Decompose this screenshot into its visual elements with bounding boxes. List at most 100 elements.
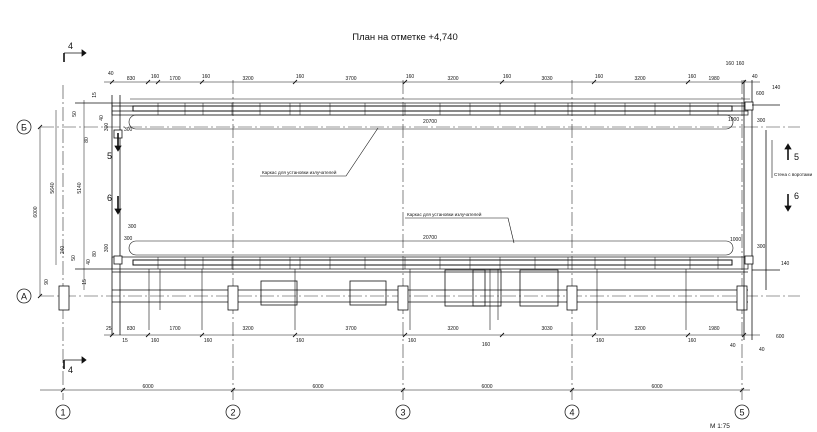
dim-top-13: 3200 bbox=[634, 76, 645, 82]
dim-left-240: 240 bbox=[60, 246, 66, 255]
dim-bottom-11: 3030 bbox=[541, 326, 552, 332]
frame-length-top: 20700 bbox=[423, 119, 437, 125]
axis-label-B: Б bbox=[21, 123, 27, 133]
left-frame bbox=[75, 95, 123, 335]
dim-bottom-18: 40 bbox=[759, 347, 765, 353]
dim-bottom-3: 1700 bbox=[169, 326, 180, 332]
dim-bottom-17: 40 bbox=[730, 343, 736, 349]
axis-spacing-2-3: 6000 bbox=[312, 384, 323, 390]
note-leaders bbox=[260, 127, 773, 244]
right-frame bbox=[743, 80, 780, 340]
gate-wall-note: Стена с воротами bbox=[774, 172, 813, 177]
dim-left-small-1: 300 bbox=[128, 224, 137, 230]
dim-top-10: 160 bbox=[503, 74, 512, 80]
dim-left-80-b: 80 bbox=[92, 251, 98, 257]
section-label-right-top: 5 bbox=[794, 152, 799, 162]
dim-bottom-5: 3200 bbox=[242, 326, 253, 332]
top-beam bbox=[111, 102, 749, 130]
dim-bottom-13: 3200 bbox=[634, 326, 645, 332]
dim-left-5140: 5140 bbox=[77, 182, 83, 193]
axis-bubbles bbox=[16, 119, 750, 420]
dim-bottom-2: 15 bbox=[122, 338, 128, 344]
dim-bottom-8: 160 bbox=[296, 338, 305, 344]
dim-left-small-0: 300 bbox=[124, 127, 133, 133]
dimension-lines bbox=[39, 81, 760, 391]
top-beam-divisions bbox=[157, 103, 719, 115]
right-offset-140-top: 140 bbox=[772, 85, 781, 91]
dim-top-14: 160 bbox=[688, 74, 697, 80]
axis-spacing-3-4: 6000 bbox=[481, 384, 492, 390]
dim-top-5: 3200 bbox=[242, 76, 253, 82]
dim-bottom-1: 830 bbox=[127, 326, 136, 332]
dim-bottom-15: 1980 bbox=[708, 326, 719, 332]
axis-spacing-1-2: 6000 bbox=[142, 384, 153, 390]
bottom-beam bbox=[111, 240, 749, 303]
dim-left-40-b: 40 bbox=[86, 259, 92, 265]
section-marks bbox=[63, 49, 792, 369]
dim-bottom-14: 160 bbox=[596, 338, 605, 344]
dim-top-0: 40 bbox=[108, 71, 114, 77]
right-offset-300-bottom: 300 bbox=[757, 244, 766, 250]
grid-axes bbox=[40, 80, 800, 400]
dim-left-15-a: 15 bbox=[92, 92, 98, 98]
dim-top-17: 40 bbox=[752, 74, 758, 80]
right-offset-160: 160 bbox=[726, 61, 735, 67]
dimension-ticks bbox=[37, 79, 747, 393]
axis-label-2: 2 bbox=[230, 408, 235, 418]
dim-bottom-12: 160 bbox=[482, 342, 491, 348]
column-posts bbox=[148, 269, 687, 330]
dim-left-50-b: 50 bbox=[71, 255, 77, 261]
dim-bottom-0: 25 bbox=[106, 326, 112, 332]
section-label-right-bottom: 6 bbox=[794, 191, 799, 201]
dim-left-50-a: 50 bbox=[72, 111, 78, 117]
dim-top-1: 830 bbox=[127, 76, 136, 82]
right-offset-140-bottom: 140 bbox=[781, 261, 790, 267]
dim-top-7: 3700 bbox=[345, 76, 356, 82]
right-offset-300-top: 300 bbox=[757, 118, 766, 124]
dim-left-small-2: 300 bbox=[124, 236, 133, 242]
columns-axis-A bbox=[58, 269, 748, 311]
dim-left-5640: 5640 bbox=[50, 182, 56, 193]
dim-bottom-6: 160 bbox=[204, 338, 213, 344]
dim-left-300-b: 300 bbox=[104, 244, 110, 253]
axis-label-3: 3 bbox=[400, 408, 405, 418]
drawing-scale: М 1:75 bbox=[710, 423, 730, 430]
dim-bottom-4: 160 bbox=[151, 338, 160, 344]
frame-note-bottom: Каркас для установки излучателей bbox=[407, 211, 482, 217]
dim-bottom-7: 3700 bbox=[345, 326, 356, 332]
bottom-beam-divisions bbox=[157, 257, 719, 269]
section-label-left-bottom: 4 bbox=[68, 365, 73, 375]
dim-left-15-b: 15 bbox=[82, 279, 88, 285]
dim-top-2: 160 bbox=[151, 74, 160, 80]
dim-bottom-16: 160 bbox=[688, 338, 697, 344]
dim-left-40-a: 40 bbox=[99, 115, 105, 121]
axis-spacing-4-5: 6000 bbox=[651, 384, 662, 390]
dim-top-15: 1980 bbox=[708, 76, 719, 82]
axis-label-1: 1 bbox=[60, 408, 65, 418]
axis-label-5: 5 bbox=[739, 408, 744, 418]
dim-top-11: 3030 bbox=[541, 76, 552, 82]
frame-length-bottom: 20700 bbox=[423, 235, 437, 241]
dim-bottom-10: 160 bbox=[408, 338, 417, 344]
dim-bottom-9: 3200 bbox=[447, 326, 458, 332]
dim-left-80-a: 80 bbox=[84, 137, 90, 143]
frame-offset-top: 1000 bbox=[728, 117, 739, 123]
dim-left-6000: 6000 bbox=[33, 206, 39, 217]
drawing-title: План на отметке +4,740 bbox=[352, 32, 458, 43]
dim-top-9: 3200 bbox=[447, 76, 458, 82]
dim-bottom-19: 600 bbox=[776, 334, 785, 340]
dim-top-16: 160 bbox=[736, 61, 745, 67]
right-offset-600: 600 bbox=[756, 91, 765, 97]
section-label-left-top: 4 bbox=[68, 41, 73, 51]
frame-note-top: Каркас для установки излучателей bbox=[262, 169, 337, 175]
dim-left-300-a: 300 bbox=[104, 123, 110, 132]
axis-label-4: 4 bbox=[569, 408, 574, 418]
dim-top-8: 160 bbox=[406, 74, 415, 80]
section-label-top-mark: 5 bbox=[107, 151, 112, 161]
section-label-mid-mark: 6 bbox=[107, 193, 112, 203]
dim-left-90: 90 bbox=[44, 279, 50, 285]
axis-label-A: А bbox=[21, 292, 27, 302]
dim-top-3: 1700 bbox=[169, 76, 180, 82]
dim-top-6: 160 bbox=[296, 74, 305, 80]
